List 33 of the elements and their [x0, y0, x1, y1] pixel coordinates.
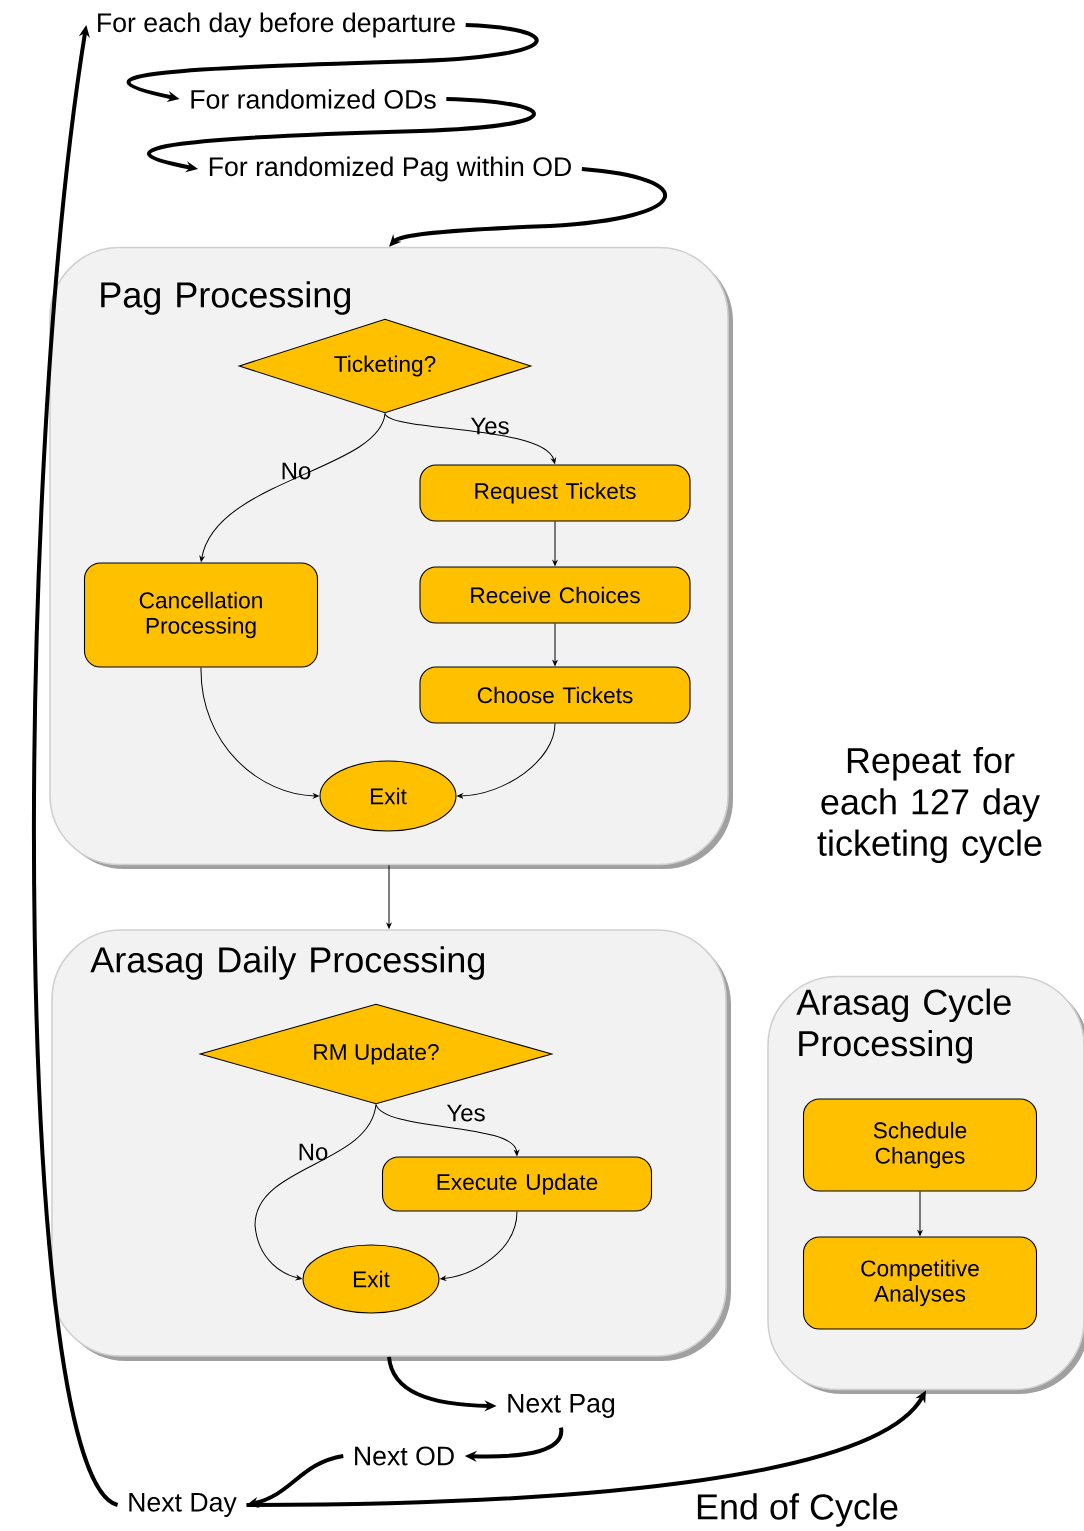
loop-text: For each day before departure [98, 12, 455, 38]
arrow [384, 413, 556, 464]
edge-label: Yes [470, 417, 509, 435]
panel-title: Pag Processing [101, 281, 351, 315]
process-box: Receive Choices [419, 566, 691, 624]
edge-label: No [282, 462, 311, 480]
note-text: Repeat for each 127 day ticketing cycle [817, 746, 1042, 864]
arrow [457, 723, 556, 799]
arrow [375, 1104, 519, 1156]
arrow [254, 1104, 377, 1281]
process-box: Competitive Analyses [802, 1236, 1038, 1330]
process-box: Cancellation Processing [83, 562, 319, 668]
panel-title: Arasag Daily Processing [90, 946, 485, 980]
process-box: Choose Tickets [419, 666, 691, 724]
arrow [917, 1191, 923, 1236]
arrow [386, 864, 392, 929]
edge-label: No [299, 1143, 328, 1161]
loop-text: Next OD [355, 1446, 454, 1466]
arrow [199, 413, 386, 562]
process-box: Execute Update [381, 1156, 653, 1212]
arrow [440, 1211, 518, 1281]
arrow [552, 623, 558, 666]
edge-label: End of Cycle [697, 1493, 898, 1527]
loop-text: Next Pag [508, 1394, 615, 1418]
process-box: Schedule Changes [802, 1098, 1038, 1192]
loop-text: Next Day [129, 1493, 237, 1517]
loop-text: For randomized ODs [191, 89, 436, 109]
process-box: Request Tickets [419, 464, 691, 522]
edge-label: Yes [446, 1104, 485, 1122]
arrow [200, 667, 319, 799]
arrow [552, 521, 558, 566]
panel-title: Arasag Cycle Processing [796, 988, 1011, 1064]
loop-text: For randomized Pag within OD [209, 156, 571, 182]
